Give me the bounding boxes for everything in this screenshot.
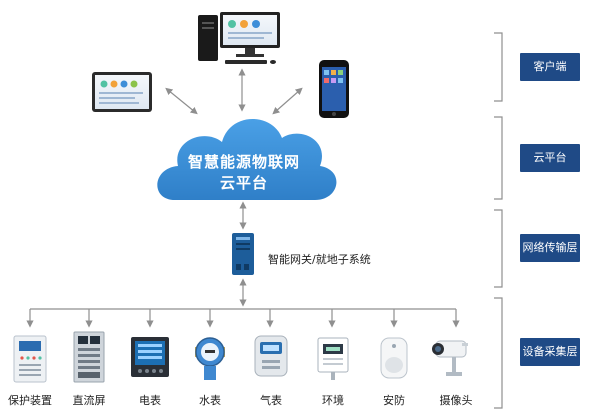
smartphone-icon — [319, 60, 349, 118]
power-meter-icon — [131, 337, 169, 377]
layer-brackets — [494, 32, 503, 409]
device-label-water-meter: 水表 — [199, 394, 221, 407]
device-label-power-meter: 电表 — [139, 394, 161, 407]
layer-label-cloud: 云平台 — [520, 144, 580, 172]
cloud-title-line2: 云平台 — [219, 174, 268, 192]
device-label-security: 安防 — [383, 394, 405, 407]
environment-sensor-icon — [317, 337, 349, 380]
device-label-camera: 摄像头 — [439, 394, 473, 407]
dc-panel-icon — [73, 331, 105, 383]
laptop-icon — [92, 72, 152, 112]
desktop-computer-icon — [198, 12, 280, 64]
protection-device-icon — [13, 335, 47, 383]
security-sensor-icon — [380, 337, 408, 379]
device-label-dc-panel: 直流屏 — [72, 394, 106, 407]
layer-label-network: 网络传输层 — [520, 234, 580, 262]
device-label-protection: 保护装置 — [8, 394, 52, 407]
gateway-label: 智能网关/就地子系统 — [268, 253, 371, 266]
gateway-device-icon — [232, 233, 254, 275]
cloud-platform-shape — [157, 118, 337, 200]
gas-meter-icon — [254, 335, 288, 377]
device-label-environment: 环境 — [322, 394, 344, 407]
camera-icon — [432, 340, 468, 376]
layer-label-client: 客户端 — [520, 53, 580, 81]
device-label-gas-meter: 气表 — [260, 394, 282, 407]
water-meter-icon — [195, 337, 225, 380]
layer-label-device: 设备采集层 — [520, 338, 580, 366]
cloud-title-line1: 智慧能源物联网 — [187, 153, 300, 171]
